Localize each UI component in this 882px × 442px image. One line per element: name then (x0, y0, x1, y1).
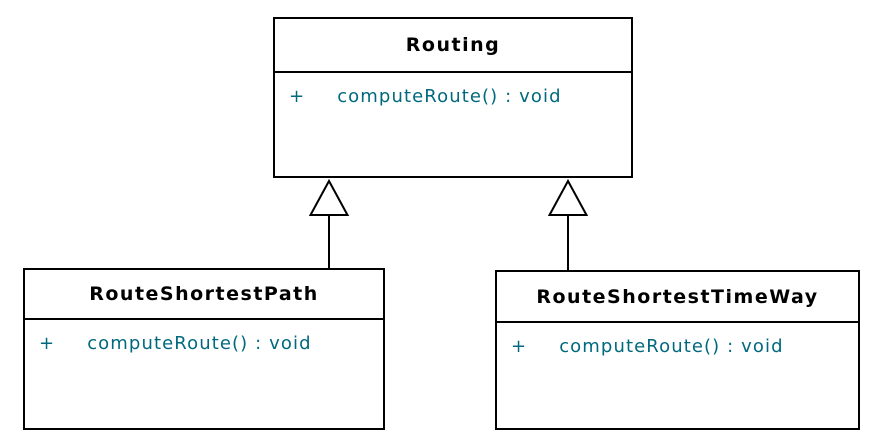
member-signature: computeRoute() : void (337, 86, 562, 107)
members-compartment: + computeRoute() : void (275, 73, 631, 107)
visibility-marker: + (289, 86, 306, 107)
member-signature: computeRoute() : void (559, 336, 784, 357)
generalization-arrow-left (308, 178, 350, 269)
generalization-arrow-right (547, 178, 589, 271)
class-box-route-shortest-path: RouteShortestPath + computeRoute() : voi… (23, 268, 385, 430)
visibility-marker: + (511, 336, 528, 357)
members-compartment: + computeRoute() : void (25, 320, 383, 354)
class-box-route-shortest-time-way: RouteShortestTimeWay + computeRoute() : … (495, 270, 860, 430)
member-signature: computeRoute() : void (87, 333, 312, 354)
inheritance-triangle-icon (308, 178, 350, 216)
class-name: RouteShortestTimeWay (497, 272, 858, 323)
class-name: Routing (275, 19, 631, 73)
class-name: RouteShortestPath (25, 270, 383, 320)
class-box-routing: Routing + computeRoute() : void (273, 17, 633, 178)
visibility-marker: + (39, 333, 56, 354)
inheritance-triangle-icon (547, 178, 589, 216)
members-compartment: + computeRoute() : void (497, 323, 858, 357)
